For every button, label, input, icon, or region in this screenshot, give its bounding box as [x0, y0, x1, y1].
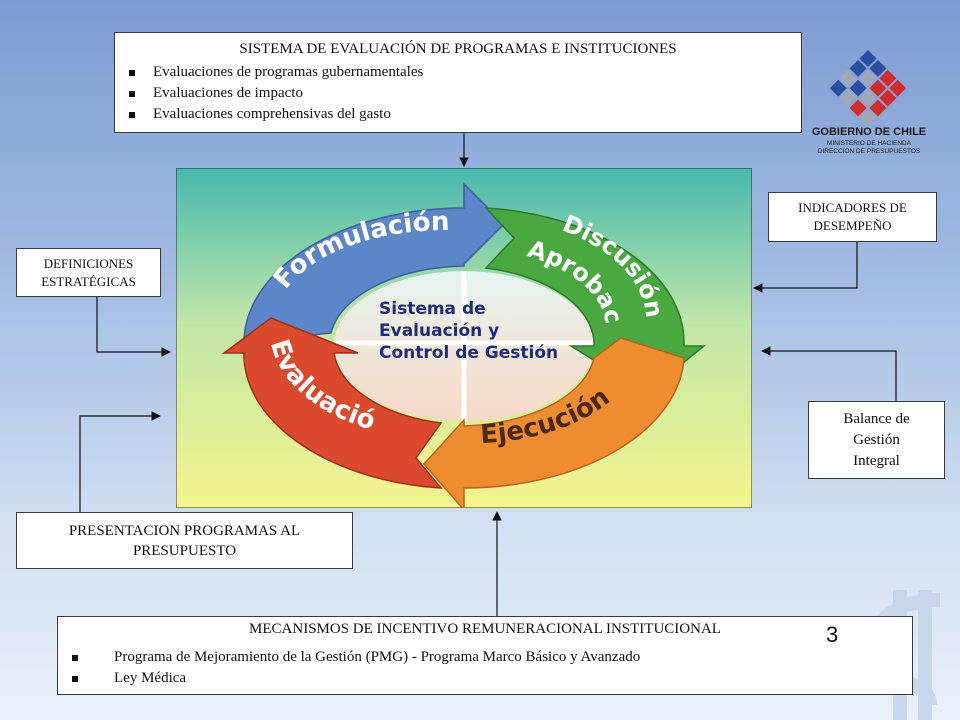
center-line-2: Evaluación y — [379, 321, 499, 341]
logo-line-3: DIRECCION DE PRESUPUESTOS — [817, 148, 921, 155]
balance-line-3: Integral — [853, 452, 900, 469]
presentacion-line-2: PRESUPUESTO — [132, 542, 237, 559]
list-item: Evaluaciones de impacto — [115, 83, 801, 104]
presentacion-box: PRESENTACION PROGRAMAS AL PRESUPUESTO — [16, 512, 353, 569]
logo-line-2: MINISTERIO DE HACIENDA — [826, 140, 912, 147]
arrow-presentacion — [79, 411, 161, 512]
indicadores-line-2: DESEMPEÑO — [813, 218, 892, 233]
definiciones-line-1: DEFINICIONES — [43, 255, 134, 271]
ejecucion-segment — [422, 337, 685, 508]
arrow-definiciones — [96, 297, 171, 357]
mecanismos-title: MECANISMOS DE INCENTIVO REMUNERACIONAL I… — [249, 621, 721, 637]
list-item: Ley Médica — [58, 668, 912, 689]
slide-number: 3 — [826, 622, 839, 647]
presentacion-line-1: PRESENTACION PROGRAMAS AL — [68, 522, 301, 539]
evaluation-system-box: SISTEMA DE EVALUACIÓN DE PROGRAMAS E INS… — [114, 32, 802, 133]
cycle-diagram: Formulación Discusión / Aprobación Ejecu… — [176, 168, 752, 508]
definiciones-box: DEFINICIONES ESTRATÉGICAS — [16, 248, 161, 297]
mecanismos-list: Programa de Mejoramiento de la Gestión (… — [58, 647, 912, 689]
indicadores-line-1: INDICADORES DE — [798, 200, 907, 215]
balance-line-1: Balance de — [843, 410, 910, 427]
list-item: Evaluaciones comprehensivas del gasto — [115, 104, 801, 125]
arrow-balance — [761, 346, 897, 401]
mecanismos-box: MECANISMOS DE INCENTIVO REMUNERACIONAL I… — [57, 616, 913, 695]
list-item: Programa de Mejoramiento de la Gestión (… — [58, 647, 912, 668]
balance-line-2: Gestión — [853, 431, 900, 448]
balance-box: Balance de Gestión Integral — [808, 401, 945, 479]
list-item: Evaluaciones de programas gubernamentale… — [115, 62, 801, 83]
logo-line-1: GOBIERNO DE CHILE — [811, 126, 927, 138]
center-line-3: Control de Gestión — [379, 343, 558, 363]
evaluation-system-title: SISTEMA DE EVALUACIÓN DE PROGRAMAS E INS… — [239, 41, 677, 57]
formulacion-segment — [243, 182, 506, 344]
arrow-indicadores — [753, 242, 858, 293]
center-line-1: Sistema de — [379, 299, 486, 319]
evaluation-list: Evaluaciones de programas gubernamentale… — [115, 62, 801, 125]
logo-mark-icon — [829, 50, 907, 125]
gobierno-logo: GOBIERNO DE CHILE MINISTERIO DE HACIENDA… — [800, 40, 938, 160]
indicadores-box: INDICADORES DE DESEMPEÑO — [768, 192, 937, 242]
cycle-center-panel — [334, 271, 594, 421]
evaluacion-segment — [221, 317, 443, 489]
definiciones-line-2: ESTRATÉGICAS — [41, 273, 136, 289]
